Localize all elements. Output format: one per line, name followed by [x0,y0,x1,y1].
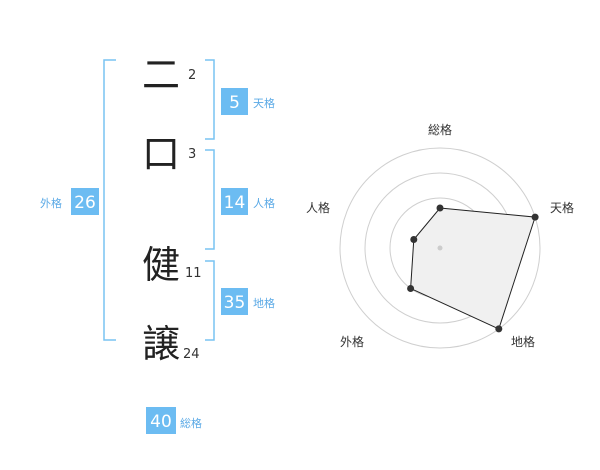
soukaku-box [146,407,176,434]
gaikaku-label: 外格 [40,196,62,210]
chikaku-group: 35 地格 [221,288,275,315]
name-column: 二 2 口 3 健 11 譲 24 [142,53,202,366]
chikaku-bracket [205,260,215,341]
radar-label-tenkaku: 天格 [550,200,574,215]
gaikaku-bracket [103,59,116,341]
radar-point-soukaku [436,204,444,212]
jinkaku-bracket [205,149,215,250]
radar-chart: 総格 天格 地格 外格 人格 [306,122,574,349]
soukaku-label: 総格 [180,416,202,430]
radar-label-jinkaku: 人格 [306,200,330,215]
tenkaku-label: 天格 [253,96,275,110]
tenkaku-box [221,88,248,115]
chikaku-label: 地格 [253,296,275,310]
stroke-count-3: 11 [185,266,202,281]
chikaku-value: 35 [224,293,246,313]
radar-label-chikaku: 地格 [511,334,535,349]
soukaku-group: 40 総格 [146,407,202,434]
radar-point-jinkaku [410,236,418,243]
tenkaku-group: 5 天格 [221,88,275,115]
name-char-3: 健 [142,243,180,287]
jinkaku-box [221,188,248,215]
gaikaku-group: 外格 26 [40,188,99,215]
radar-label-gaikaku: 外格 [340,334,364,349]
name-char-4: 譲 [142,322,180,366]
jinkaku-label: 人格 [253,196,275,210]
chikaku-box [221,288,248,315]
stroke-count-2: 3 [188,147,196,162]
stroke-count-1: 2 [188,68,196,83]
tenkaku-value: 5 [229,93,240,113]
tenkaku-bracket [205,59,215,140]
gaikaku-box [71,188,99,215]
brackets [103,59,215,341]
radar-points [407,204,539,333]
radar-ring-4 [339,147,541,349]
name-char-2: 口 [142,132,180,176]
radar-point-tenkaku [531,213,539,221]
stroke-count-4: 24 [183,347,200,362]
jinkaku-value: 14 [224,193,246,213]
soukaku-value: 40 [150,412,172,432]
radar-point-gaikaku [407,285,415,292]
jinkaku-group: 14 人格 [221,188,275,215]
radar-polygon [410,207,536,330]
radar-point-chikaku [495,325,503,333]
name-char-1: 二 [142,53,180,97]
radar-label-soukaku: 総格 [428,122,452,137]
radar-center-dot [437,245,443,251]
gaikaku-value: 26 [74,193,96,213]
